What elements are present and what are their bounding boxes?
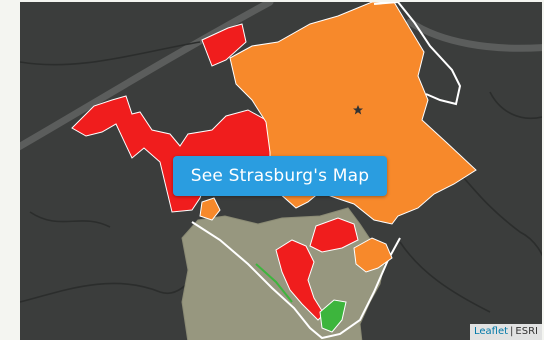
road-layer [20,2,542,151]
contour-line [20,41,201,66]
orange-zone-small-west [199,197,221,221]
orange-zone-southeast [353,237,393,273]
leaflet-link[interactable]: Leaflet [473,326,509,337]
attribution-separator: | [510,326,514,337]
red-zone-north [201,23,247,67]
district-boundary [191,221,401,340]
green-zone-strip [255,263,293,303]
see-map-button[interactable]: See Strasburg's Map [173,156,387,196]
red-zone-south [275,239,325,321]
star-icon[interactable] [353,105,363,115]
contour-line [489,91,542,119]
map-canvas[interactable]: See Strasburg's Map Leaflet|ESRI [20,2,542,340]
red-zone-central [309,217,359,253]
highway-road [20,2,274,151]
contour-line [29,211,111,228]
map-attribution: Leaflet|ESRI [469,324,542,340]
green-zone [319,299,347,333]
northeast-road [406,18,542,52]
contour-line [399,241,491,313]
provider-label: ESRI [515,326,538,337]
northeast-boundary [373,2,462,106]
